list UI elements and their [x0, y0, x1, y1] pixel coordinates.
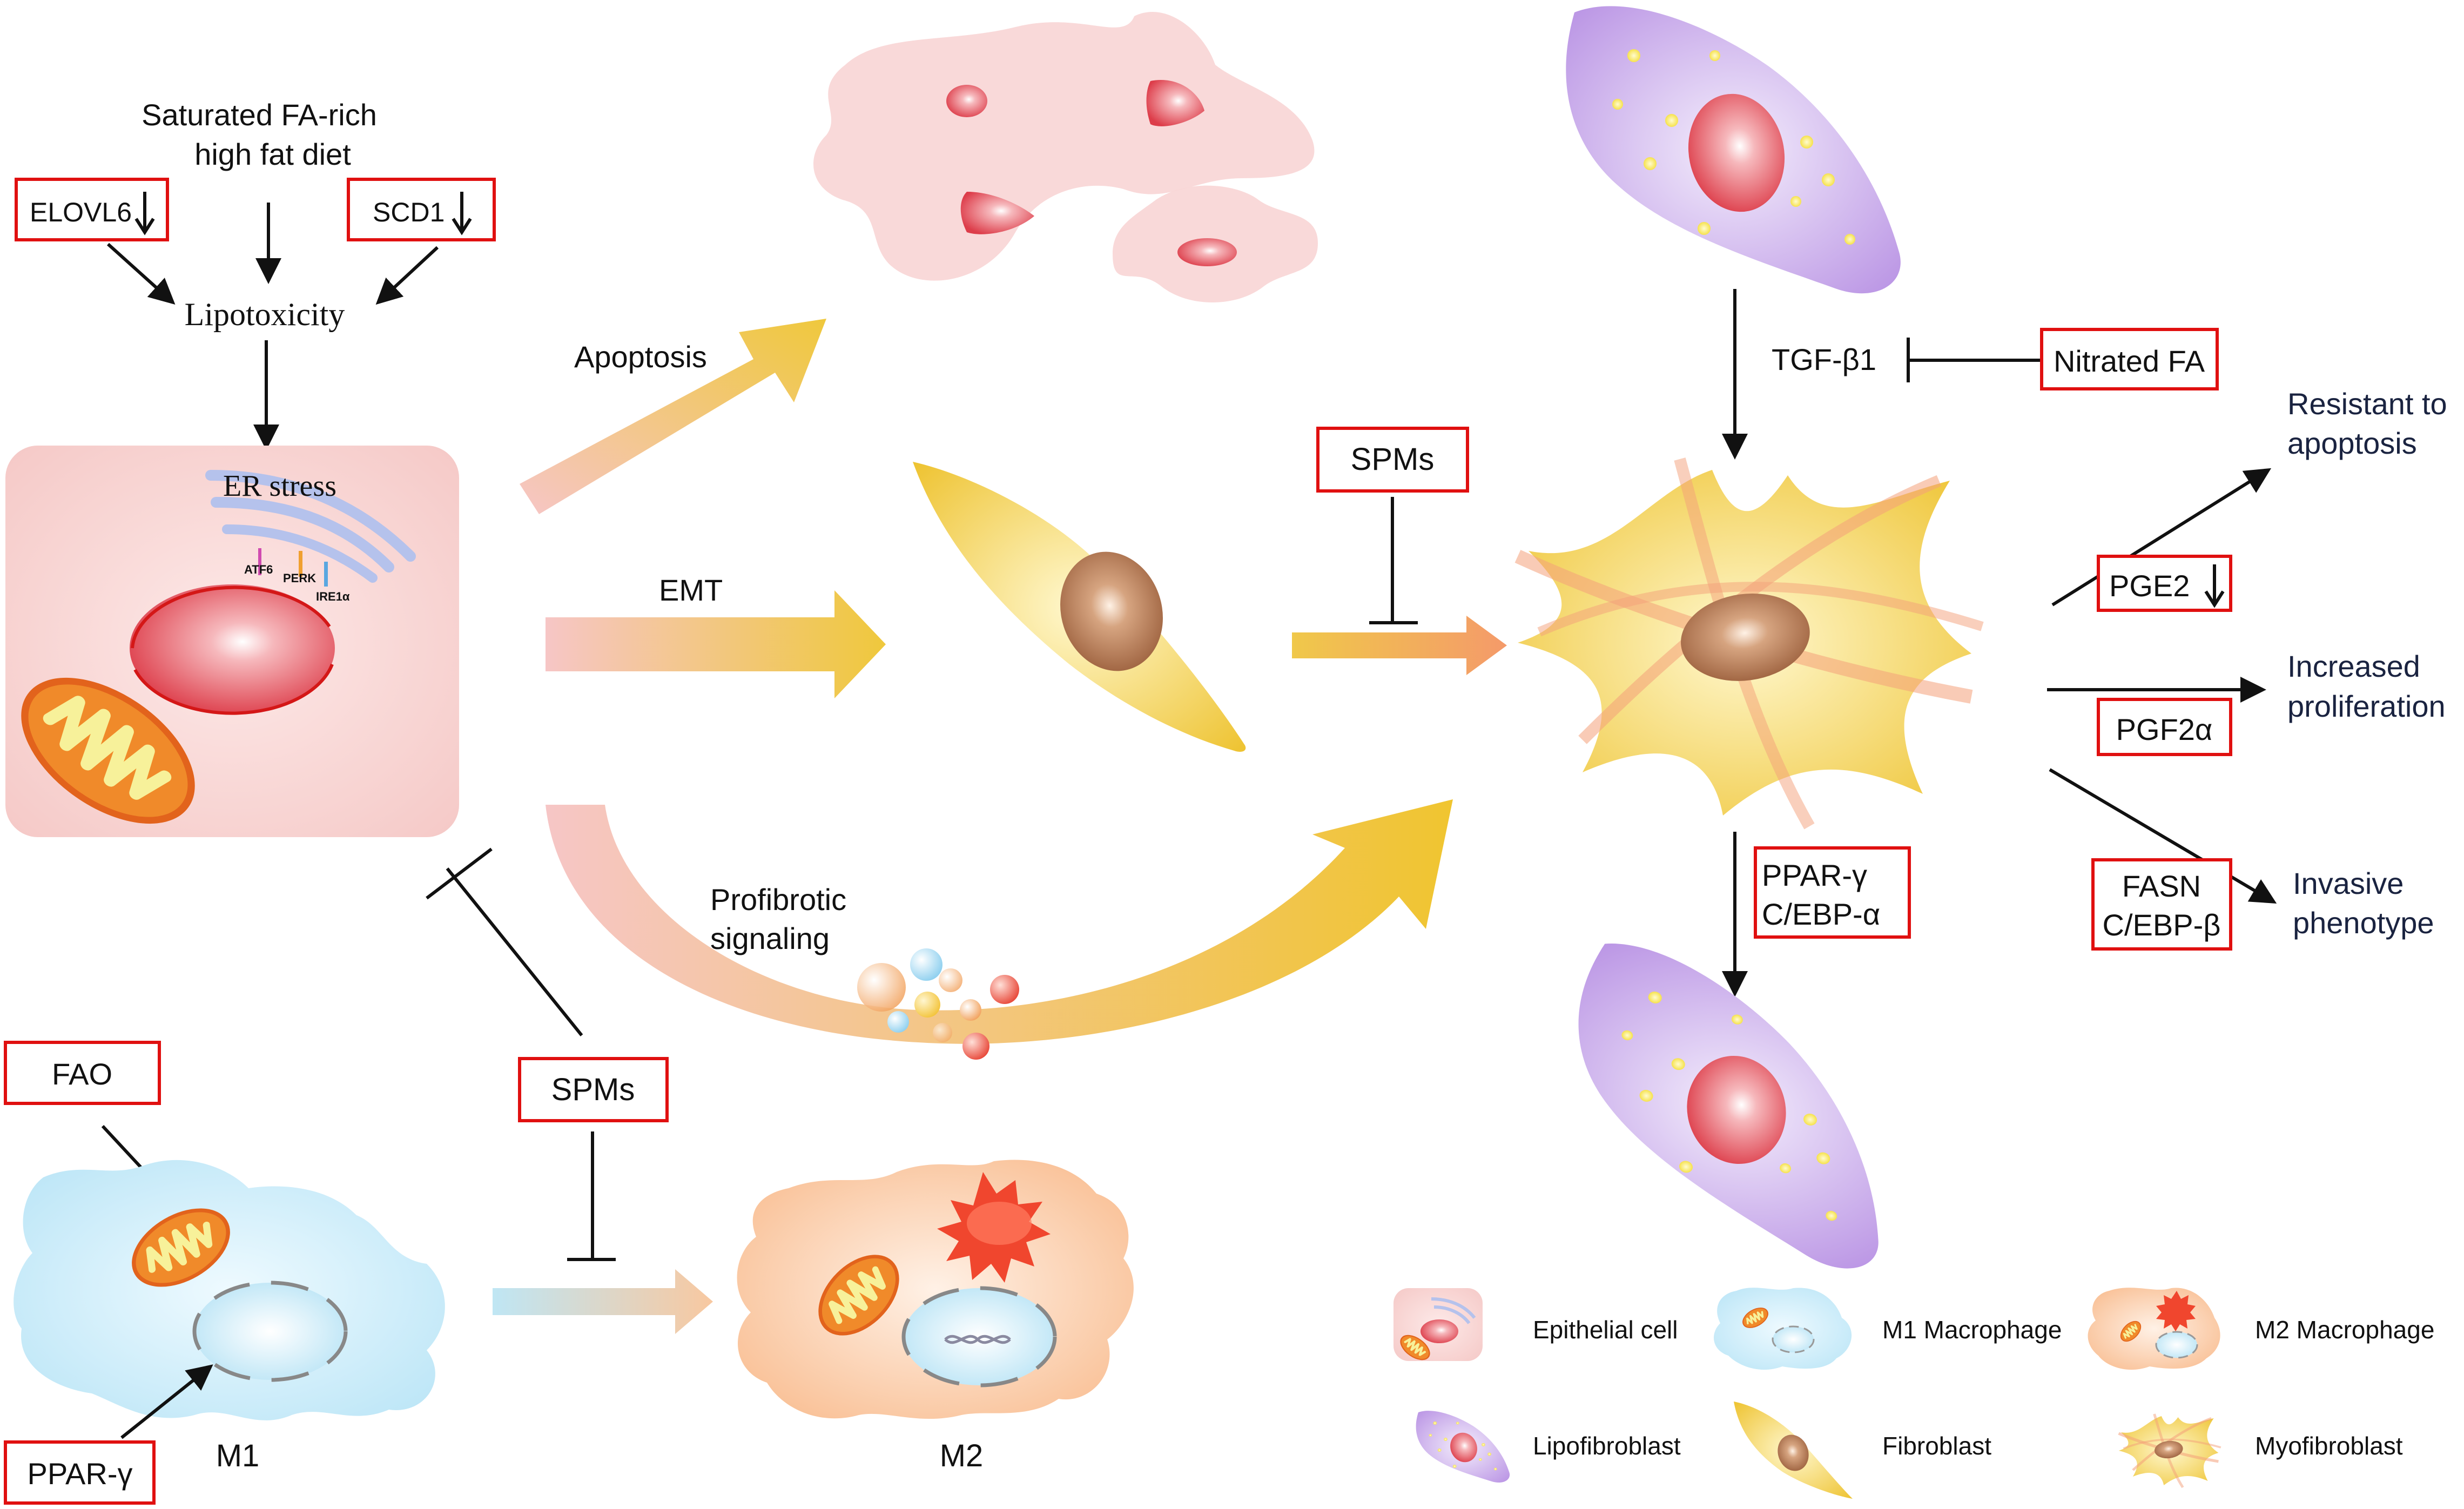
ppar-gamma-arrow: [120, 1364, 213, 1439]
tgf-beta1-label: TGF-β1: [1772, 342, 1876, 376]
fibroblast-to-myofibroblast-arrow: [1292, 616, 1507, 675]
profibrotic-label-line2: signaling: [710, 921, 830, 955]
ire1a-label: IRE1α: [316, 590, 350, 603]
resistant-label-line2: apoptosis: [2287, 426, 2417, 460]
pgf2a-box: [2097, 698, 2232, 756]
spms-top-box: [1316, 427, 1469, 493]
elovl6-label: ELOVL6: [30, 197, 132, 227]
scd1-box: [347, 178, 496, 241]
legend-lipofibroblast-label: Lipofibroblast: [1533, 1432, 1681, 1460]
myofibroblast-cell: [1518, 459, 1982, 826]
proliferation-label-line1: Increased: [2287, 649, 2420, 683]
fasn-cebp-beta-box: [2091, 858, 2232, 951]
epithelial-cell: [0, 446, 459, 848]
legend-epithelial-label: Epithelial cell: [1533, 1316, 1678, 1344]
legend-myofibroblast-icon: [2119, 1414, 2221, 1487]
ppar-gamma-label: PPAR-γ: [28, 1457, 133, 1491]
nitrated-fa-box: [2040, 328, 2219, 390]
legend-m1-icon: [1714, 1288, 1852, 1370]
profibrotic-signaling-arrow: [546, 799, 1453, 1044]
resistant-arrow: [2051, 468, 2272, 607]
resistant-label-line1: Resistant to: [2287, 387, 2447, 421]
pge2-down-arrow-icon: [2204, 564, 2225, 608]
emt-arrow: [546, 590, 886, 698]
emt-label: EMT: [659, 573, 723, 607]
legend-fibroblast-label: Fibroblast: [1882, 1432, 1991, 1460]
perk-label: PERK: [283, 571, 316, 585]
spms-bottom-label: SPMs: [551, 1072, 635, 1107]
fao-label: FAO: [52, 1057, 112, 1091]
spms-bottom-inhibition-bar: [426, 847, 493, 900]
pge2-box: [2097, 555, 2232, 612]
legend-m1-label: M1 Macrophage: [1882, 1316, 2062, 1344]
er-stress-label: ER stress: [223, 469, 336, 503]
legend-fibroblast-icon: [1734, 1402, 1853, 1499]
ppar-gamma-right-label: PPAR-γ: [1762, 858, 1867, 892]
diet-label-line2: high fat diet: [194, 137, 351, 171]
legend-lipofibroblast-icon: [1416, 1411, 1510, 1483]
legend-m2-label: M2 Macrophage: [2255, 1316, 2434, 1344]
legend-m2-icon: [2088, 1288, 2220, 1370]
legend-epithelial-icon: [1393, 1288, 1483, 1366]
invasive-arrow: [2049, 768, 2277, 904]
m2-label: M2: [940, 1438, 984, 1473]
m1-to-m2-arrow: [493, 1269, 713, 1334]
ppar-cebp-alpha-box: [1754, 846, 1911, 939]
fasn-label: FASN: [2122, 869, 2201, 903]
m2-macrophage: [737, 1160, 1134, 1419]
fao-box: [4, 1041, 161, 1105]
scd1-to-lipotoxicity-arrow: [375, 246, 439, 305]
nitrated-fa-label: Nitrated FA: [2054, 344, 2205, 378]
ppar-gamma-box: [4, 1440, 156, 1505]
scd1-label: SCD1: [373, 197, 445, 227]
apoptotic-cells: [813, 12, 1318, 302]
apoptosis-arrow: [520, 319, 826, 514]
pgf2a-label: PGF2α: [2116, 712, 2213, 746]
spms-top-label: SPMs: [1351, 442, 1435, 477]
spms-bottom-inhibition-stem: [446, 867, 583, 1036]
spms-bottom-box: [518, 1057, 669, 1122]
lipofibroblast-top: [1566, 6, 1901, 294]
legend-myofibroblast-label: Myofibroblast: [2255, 1432, 2403, 1460]
apoptosis-label: Apoptosis: [574, 340, 707, 374]
cebp-beta-label: C/EBP-β: [2103, 908, 2221, 942]
cebp-alpha-label: C/EBP-α: [1762, 897, 1880, 931]
elovl6-down-arrow-icon: [134, 192, 155, 235]
signaling-molecules: [857, 948, 1019, 1060]
scd1-down-arrow-icon: [452, 192, 472, 235]
invasive-label-line1: Invasive: [2293, 866, 2404, 900]
profibrotic-label-line1: Profibrotic: [710, 883, 846, 917]
legend: Epithelial cell M1 Macrophage M2 Macroph…: [1393, 1288, 2434, 1499]
elovl6-to-lipotoxicity-arrow: [106, 242, 176, 305]
atf6-label: ATF6: [244, 563, 273, 576]
m1-label: M1: [216, 1438, 260, 1473]
diet-label-line1: Saturated FA-rich: [142, 98, 377, 132]
proliferation-label-line2: proliferation: [2287, 689, 2446, 723]
pge2-label: PGE2: [2109, 569, 2190, 603]
m1-macrophage: [14, 1160, 445, 1420]
lipotoxicity-label: Lipotoxicity: [185, 297, 345, 332]
fibroblast-cell: [913, 462, 1246, 752]
elovl6-box: [15, 178, 169, 241]
invasive-label-line2: phenotype: [2293, 906, 2434, 940]
